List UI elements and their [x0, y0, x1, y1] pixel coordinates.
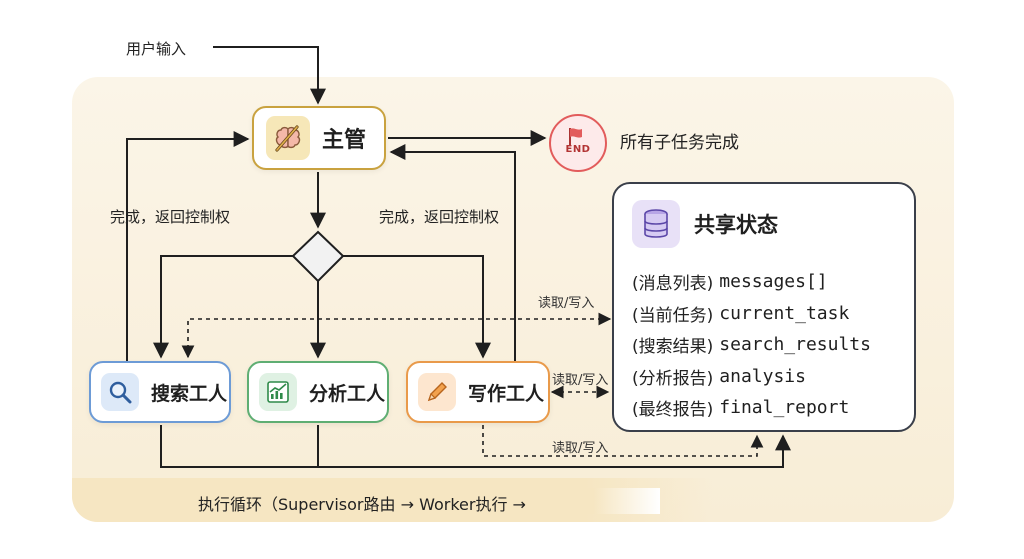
supervisor-node[interactable]: 主管 — [252, 106, 386, 170]
write-return-arrow — [389, 144, 516, 361]
execution-loop-fade — [540, 488, 660, 514]
rw-label-write-result: 读取/写入 — [552, 441, 609, 456]
return-label-left: 完成，返回控制权 — [110, 208, 231, 226]
shared-state-title: 共享状态 — [694, 213, 778, 237]
worker-analysis[interactable]: 分析工人 — [247, 361, 389, 423]
search-return-arrow — [126, 131, 250, 361]
router-to-search-arrow — [153, 255, 294, 359]
rw-label-write: 读取/写入 — [552, 373, 609, 388]
state-field-search-results: (搜索结果) search_results — [632, 334, 871, 358]
supervisor-label: 主管 — [322, 128, 367, 153]
end-node[interactable]: END — [549, 114, 607, 172]
shared-state-panel: 共享状态 (消息列表) messages[] (当前任务) current_ta… — [612, 182, 916, 432]
chart-icon — [259, 373, 297, 411]
database-icon — [632, 200, 680, 248]
worker-search[interactable]: 搜索工人 — [89, 361, 231, 423]
rw-label-search: 读取/写入 — [538, 296, 595, 311]
brain-pencil-icon — [266, 116, 310, 160]
user-input-label: 用户输入 — [126, 40, 187, 58]
search-to-state-line — [160, 425, 791, 468]
end-label: 所有子任务完成 — [620, 133, 739, 153]
magnifier-icon — [101, 373, 139, 411]
worker-write[interactable]: 写作工人 — [406, 361, 550, 423]
search-state-dashed-link — [181, 312, 612, 359]
worker-search-label: 搜索工人 — [151, 382, 228, 405]
write-to-state-dashed-link — [482, 425, 764, 457]
router-diamond — [291, 230, 345, 283]
worker-write-label: 写作工人 — [468, 382, 545, 405]
state-field-analysis: (分析报告) analysis — [632, 365, 806, 389]
worker-analysis-label: 分析工人 — [309, 382, 386, 405]
state-field-messages: (消息列表) messages[] — [632, 271, 828, 295]
input-arrow — [213, 46, 326, 105]
flag-icon — [569, 128, 582, 146]
end-badge: END — [565, 144, 591, 155]
state-field-current-task: (当前任务) current_task — [632, 302, 850, 326]
state-field-final-report: (最终报告) final_report — [632, 397, 850, 421]
execution-loop-label: 执行循环（Supervisor路由 → Worker执行 → — [198, 495, 526, 514]
router-to-write-arrow — [342, 255, 491, 359]
pencil-icon — [418, 373, 456, 411]
return-label-right: 完成，返回控制权 — [379, 208, 500, 226]
